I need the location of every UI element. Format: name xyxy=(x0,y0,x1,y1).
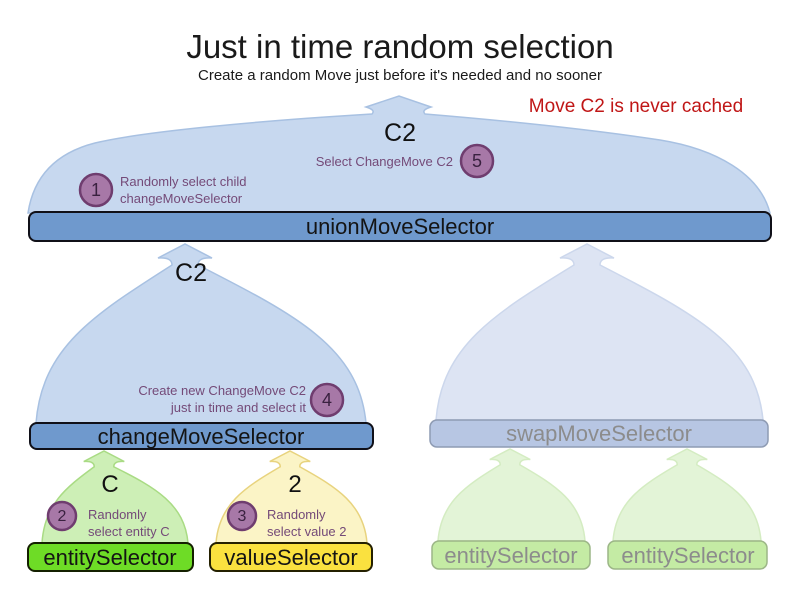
note-move-c2-never-cached: Move C2 is never cached xyxy=(529,96,743,117)
entity-dome-shape xyxy=(41,450,189,544)
diagram-subtitle: Create a random Move just before it's ne… xyxy=(198,67,602,84)
step-4-text-line1: Create new ChangeMove C2 xyxy=(138,383,306,398)
step-1-number: 1 xyxy=(91,180,101,200)
entity-selector-bar xyxy=(27,542,194,572)
step-3-text-line2: select value 2 xyxy=(267,524,347,539)
step-4-number: 4 xyxy=(322,390,332,410)
faded-entity-selector-bar-2 xyxy=(607,540,768,570)
value-selector-label: valueSelector xyxy=(224,545,357,570)
change-move-selector-bar xyxy=(29,422,374,450)
value-arrow-label-2: 2 xyxy=(288,471,301,498)
change-move-selector-label: changeMoveSelector xyxy=(98,424,305,449)
step-4-text-line2: just in time and select it xyxy=(170,400,307,415)
step-2-number: 2 xyxy=(58,508,67,525)
union-move-selector-label: unionMoveSelector xyxy=(306,214,494,239)
value-selector-bar xyxy=(209,542,373,572)
step-3-circle xyxy=(226,500,258,532)
step-5-number: 5 xyxy=(472,151,482,171)
step-4-circle xyxy=(309,382,345,418)
step-3-number: 3 xyxy=(238,508,247,525)
swap-move-selector-label: swapMoveSelector xyxy=(506,421,692,446)
step-1-circle xyxy=(78,172,114,208)
step-2-text-line1: Randomly xyxy=(88,507,147,522)
step-2-text-line2: select entity C xyxy=(88,524,170,539)
entity-selector-label: entitySelector xyxy=(43,545,176,570)
step-1-text-line2: changeMoveSelector xyxy=(120,191,243,206)
diagram-title: Just in time random selection xyxy=(186,28,613,65)
entity-arrow-label-c: C xyxy=(101,471,118,498)
faded-entity-dome-1 xyxy=(437,448,586,542)
faded-entity-selector-label-1: entitySelector xyxy=(444,543,577,568)
change-dome-shape xyxy=(35,243,367,424)
step-2-circle xyxy=(46,500,78,532)
faded-entity-dome-2 xyxy=(612,448,762,542)
step-3-text-line1: Randomly xyxy=(267,507,326,522)
union-arrow-label-c2: C2 xyxy=(384,119,416,147)
step-5-text: Select ChangeMove C2 xyxy=(316,154,453,169)
change-arrow-label-c2: C2 xyxy=(175,259,207,287)
faded-entity-selector-bar-1 xyxy=(431,540,591,570)
swap-move-selector-bar xyxy=(429,419,769,448)
faded-entity-selector-label-2: entitySelector xyxy=(621,543,754,568)
swap-dome-shape xyxy=(435,243,764,421)
step-1-text-line1: Randomly select child xyxy=(120,174,246,189)
union-move-selector-bar xyxy=(28,211,772,242)
union-funnel-shape xyxy=(27,95,771,214)
step-5-circle xyxy=(459,143,495,179)
